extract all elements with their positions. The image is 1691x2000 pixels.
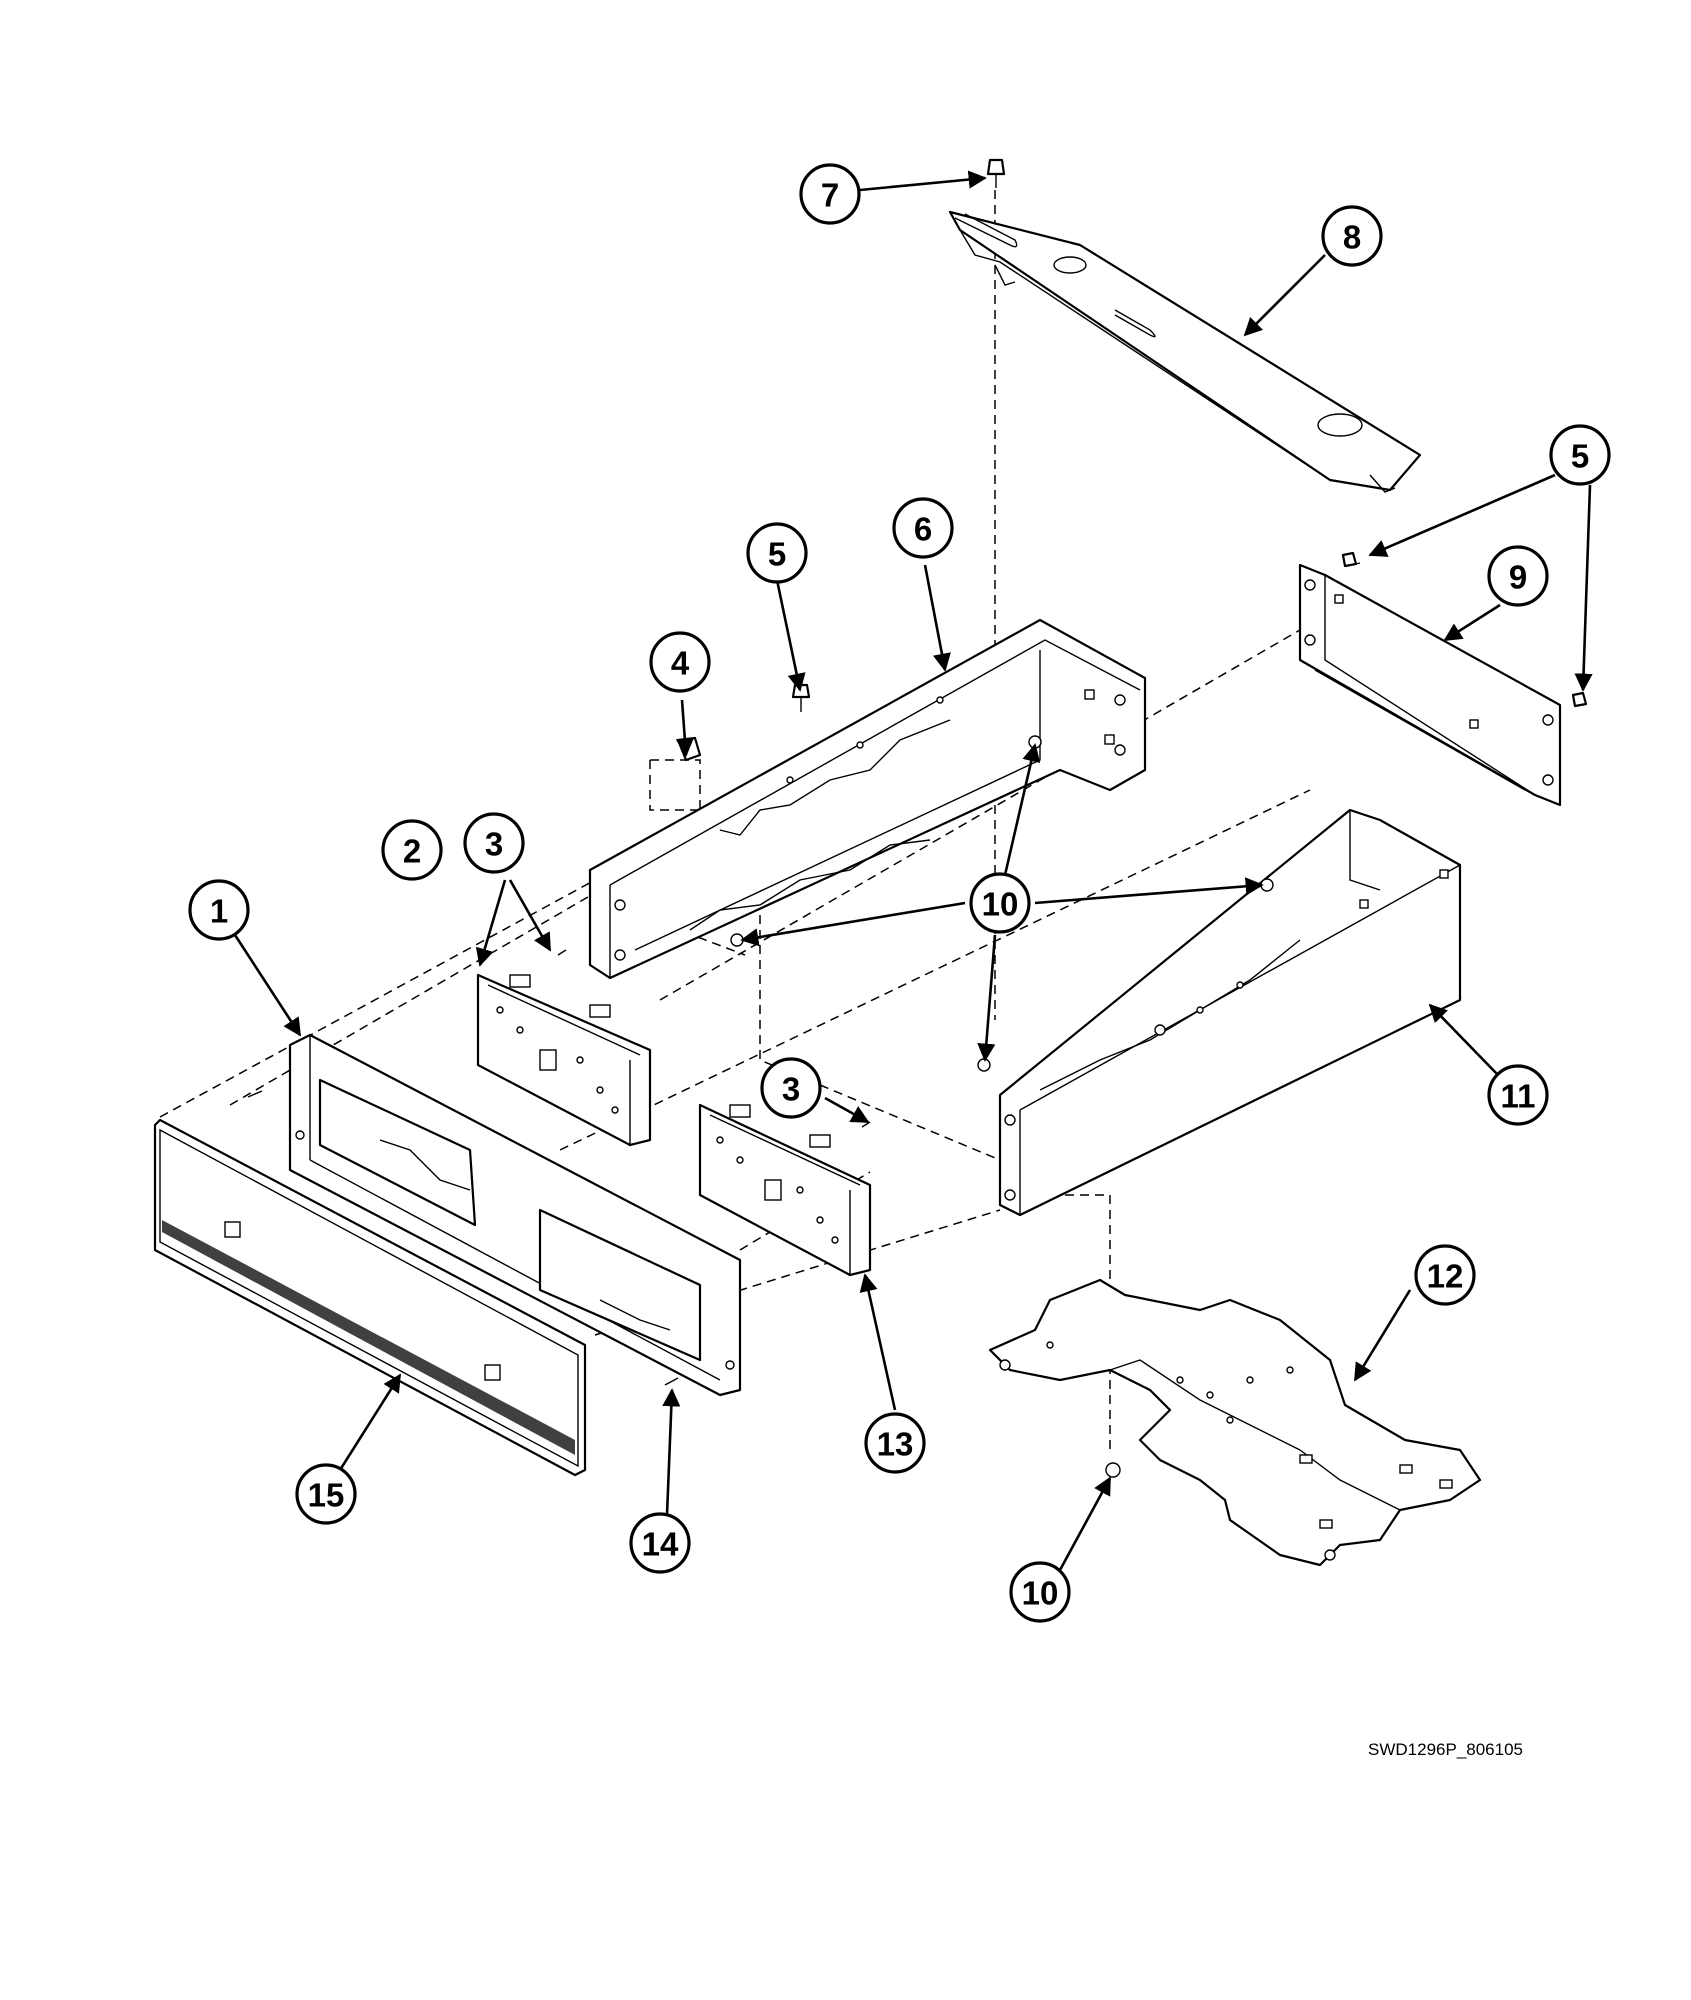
callouts: 7 8 5 9 6 5 4 2 3 1 10 3 11 12 13 15 14 … (188, 163, 1611, 1623)
svg-text:10: 10 (1022, 1575, 1059, 1612)
svg-text:11: 11 (1501, 1078, 1536, 1115)
callout-5-right: 5 (1549, 424, 1611, 486)
callout-7: 7 (799, 163, 861, 225)
svg-text:2: 2 (403, 833, 421, 870)
circuit-board-part-2 (476, 973, 652, 1147)
callout-3-upper: 3 (463, 812, 525, 874)
svg-text:1: 1 (210, 893, 228, 930)
svg-text:8: 8 (1343, 219, 1361, 256)
callout-1: 1 (188, 879, 250, 941)
svg-text:15: 15 (308, 1477, 345, 1514)
callout-15: 15 (295, 1463, 357, 1525)
callout-10-center: 10 (969, 872, 1031, 934)
front-bracket-part-1 (288, 1033, 742, 1397)
svg-text:6: 6 (914, 511, 932, 548)
circuit-board-part-13 (698, 1103, 872, 1277)
callout-3-lower: 3 (760, 1057, 822, 1119)
callout-2: 2 (381, 819, 443, 881)
svg-text:5: 5 (1571, 438, 1589, 475)
callout-4: 4 (649, 631, 711, 693)
drawing-number: SWD1296P_806105 (1368, 1740, 1524, 1759)
top-channel-part-8 (948, 210, 1422, 493)
callout-13: 13 (864, 1412, 926, 1474)
side-bracket-part-9 (1298, 563, 1562, 807)
callout-11: 11 (1487, 1064, 1549, 1126)
lower-channel-part-11 (998, 808, 1462, 1217)
callout-10-bottom: 10 (1009, 1561, 1071, 1623)
svg-text:5: 5 (768, 536, 786, 573)
svg-text:10: 10 (982, 886, 1019, 923)
svg-text:3: 3 (485, 826, 503, 863)
svg-text:4: 4 (671, 645, 690, 682)
svg-text:7: 7 (821, 177, 839, 214)
leader-lines (233, 170, 1593, 1571)
callout-8: 8 (1321, 205, 1383, 267)
callout-6: 6 (892, 497, 954, 559)
callout-9: 9 (1487, 545, 1549, 607)
callout-5-left: 5 (746, 522, 808, 584)
svg-text:12: 12 (1427, 1258, 1464, 1295)
front-panel-part-15 (153, 1118, 587, 1477)
callout-14: 14 (629, 1512, 691, 1574)
callout-12: 12 (1414, 1244, 1476, 1306)
svg-text:3: 3 (782, 1071, 800, 1108)
svg-text:9: 9 (1509, 559, 1527, 596)
base-plate-part-12 (988, 1278, 1482, 1567)
svg-text:13: 13 (877, 1426, 914, 1463)
svg-text:14: 14 (642, 1526, 679, 1563)
rear-frame-part-6 (588, 618, 1147, 980)
